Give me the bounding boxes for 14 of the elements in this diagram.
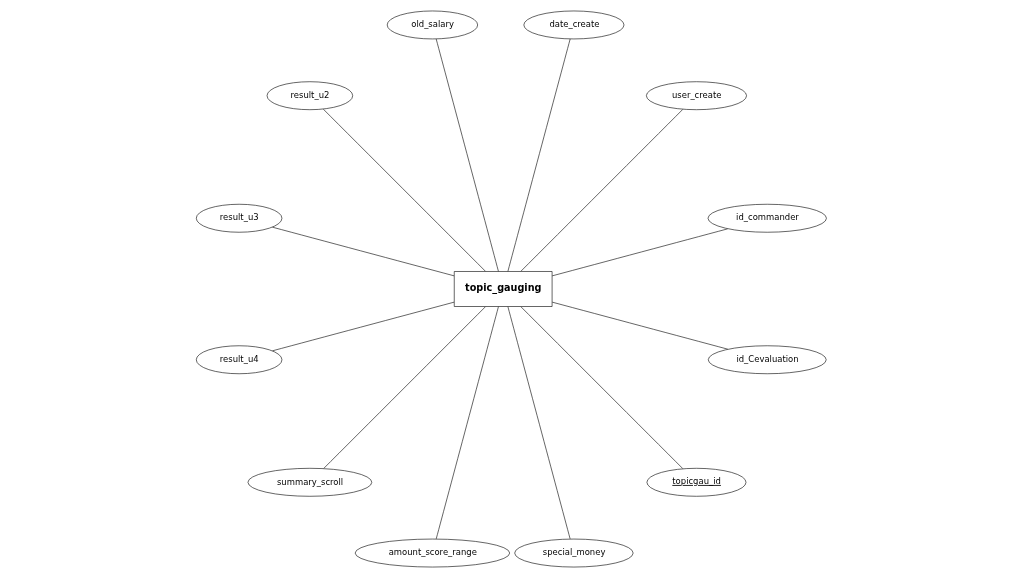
connector (435, 306, 499, 540)
node-ellipse: special_money (513, 538, 633, 568)
node-ellipse: result_u3 (195, 203, 282, 233)
node-ellipse: id_commander (707, 203, 827, 233)
node-ellipse: id_Cevaluation (707, 345, 826, 375)
node-ellipse: result_u4 (195, 345, 282, 375)
node-ellipse: summary_scroll (247, 468, 372, 497)
node-box: topic_gauging (453, 271, 552, 307)
node-ellipse: result_u2 (266, 81, 353, 110)
node-ellipse: topicgau_id (646, 468, 746, 497)
node-ellipse: date_create (523, 10, 624, 40)
node-ellipse: amount_score_range (354, 538, 510, 568)
node-ellipse: user_create (645, 81, 747, 110)
node-ellipse: old_salary (386, 10, 478, 40)
